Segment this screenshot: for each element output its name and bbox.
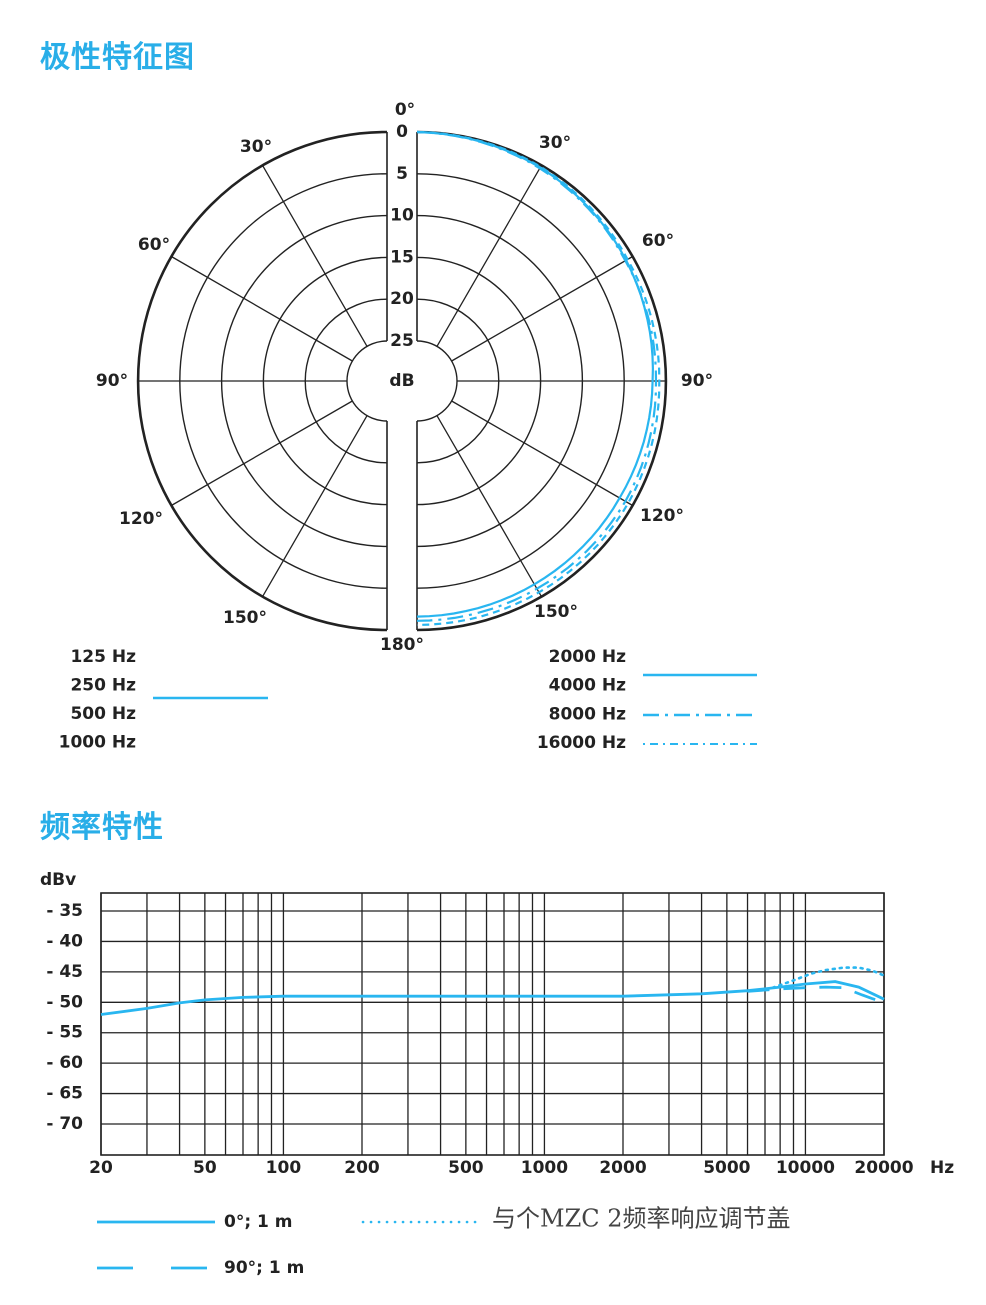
y-tick-label: - 70 (46, 1114, 83, 1134)
angle-label: 30° (240, 137, 272, 157)
y-tick-label: - 65 (46, 1084, 83, 1104)
angle-label: 90° (96, 371, 128, 391)
ring-db-label: 5 (396, 164, 408, 184)
legend-left-label: 125 Hz (70, 647, 136, 667)
angle-label: 30° (539, 133, 571, 153)
y-tick-label: - 35 (46, 901, 83, 921)
angle-label: 150° (534, 602, 578, 622)
x-tick-label: 2000 (599, 1158, 646, 1178)
x-tick-label: 200 (344, 1158, 380, 1178)
frequency-grid (100, 892, 885, 1156)
angle-label: 90° (681, 371, 713, 391)
plot-frame (100, 892, 885, 1156)
y-tick-label: - 60 (46, 1053, 83, 1073)
y-tick-label: - 40 (46, 931, 83, 951)
polar-spoke (261, 415, 368, 597)
polar-spoke (451, 400, 633, 507)
x-tick-label: 10000 (776, 1158, 835, 1178)
angle-label: 60° (138, 235, 170, 255)
polar-spoke (436, 415, 543, 597)
legend-right-label: 4000 Hz (549, 676, 626, 696)
legend-right-label: 8000 Hz (549, 704, 626, 724)
x-tick-label: 5000 (703, 1158, 750, 1178)
frequency-response-title: 频率特性 (40, 810, 164, 845)
angle-label: 0° (395, 100, 415, 120)
x-tick-label: 100 (266, 1158, 302, 1178)
legend-left-label: 1000 Hz (59, 733, 136, 753)
polar-pattern-title: 极性特征图 (40, 40, 195, 75)
x-axis-unit: Hz (930, 1158, 954, 1178)
polar-series-solid (416, 130, 655, 618)
angle-label: 120° (640, 506, 684, 526)
polar-ring (346, 340, 388, 422)
legend-right-label: 2000 Hz (549, 647, 626, 667)
legend-label-90deg: 90°; 1 m (224, 1258, 304, 1278)
legend-label-0deg: 0°; 1 m (224, 1212, 293, 1232)
legend-left-label: 250 Hz (70, 676, 136, 696)
legend-left-label: 500 Hz (70, 704, 136, 724)
ring-db-label: 0 (396, 122, 408, 142)
polar-spoke (261, 165, 368, 347)
ring-db-label: 10 (390, 206, 414, 226)
y-tick-label: - 55 (46, 1023, 83, 1043)
polar-ring (416, 340, 458, 422)
response-curve-dashed (747, 985, 885, 1004)
ring-db-label: 20 (390, 289, 414, 309)
angle-label: 60° (642, 231, 674, 251)
angle-label: 150° (223, 608, 267, 628)
polar-series-dash-dot (416, 130, 658, 622)
angle-label: 180° (380, 635, 424, 655)
ring-db-label: 25 (390, 331, 414, 351)
y-tick-label: - 50 (46, 992, 83, 1012)
x-tick-label: 20 (89, 1158, 113, 1178)
x-tick-label: 500 (448, 1158, 484, 1178)
polar-series-dashed (416, 130, 661, 627)
polar-spoke (171, 400, 353, 507)
response-curve-solid (100, 980, 885, 1016)
y-axis-unit: dBv (40, 870, 76, 890)
legend-right-label: 16000 Hz (537, 733, 626, 753)
polar-spoke (171, 255, 353, 362)
polar-spoke (436, 165, 543, 347)
x-tick-label: 50 (193, 1158, 217, 1178)
polar-unit-label: dB (389, 371, 414, 391)
response-curve-dotted (771, 966, 886, 989)
y-tick-label: - 45 (46, 962, 83, 982)
ring-db-label: 15 (390, 247, 414, 267)
angle-label: 120° (119, 509, 163, 529)
x-tick-label: 1000 (521, 1158, 568, 1178)
x-tick-label: 20000 (854, 1158, 913, 1178)
legend-label-mzc2: 与个MZC 2频率响应调节盖 (492, 1205, 791, 1233)
polar-grid (136, 130, 668, 632)
polar-spoke (451, 255, 633, 362)
